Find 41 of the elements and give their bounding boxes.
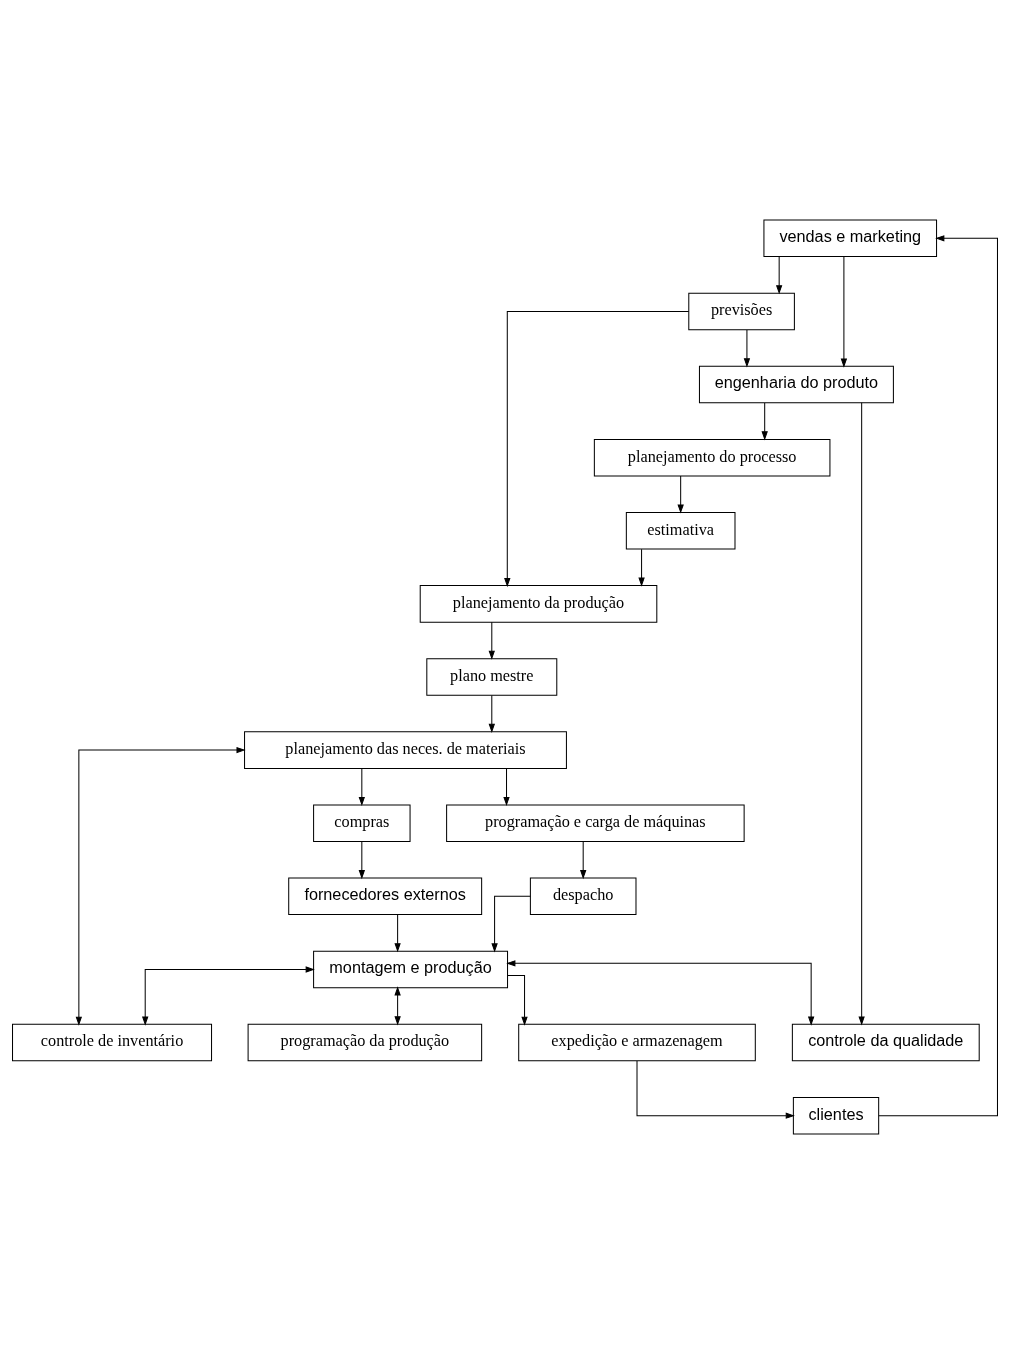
arrow (394, 914, 401, 953)
arrow (142, 966, 315, 1026)
arrow (507, 975, 528, 1026)
arrow (358, 768, 366, 807)
node-box: vendas e marketing (763, 219, 938, 258)
arrow (506, 960, 815, 1026)
arrow (775, 256, 783, 295)
node-box: planejamento das neces. de materiais (244, 731, 567, 769)
node-box: planejamento da produção (419, 585, 658, 623)
node-box: estimativa (625, 512, 736, 550)
arrow (488, 694, 495, 733)
arrow (503, 768, 510, 807)
arrow (743, 329, 751, 368)
node-box: despacho (529, 877, 637, 916)
arrow (75, 746, 246, 1026)
arrow (761, 402, 768, 441)
node-box: programação da produção (247, 1023, 483, 1062)
node-box: plano mestre (426, 658, 558, 696)
node-box: programação e carga de máquinas (446, 804, 745, 842)
node-box: montagem e produção (313, 950, 509, 989)
node-box: compras (313, 804, 411, 842)
node-box: expedição e armazenagem (518, 1023, 756, 1062)
arrow (638, 548, 645, 587)
node-box: controle da qualidade (791, 1023, 980, 1062)
arrow (580, 841, 587, 880)
arrow (840, 256, 848, 368)
node-box: fornecedores externos (288, 877, 483, 916)
arrow (878, 235, 998, 1117)
node-box: planejamento do processo (593, 438, 831, 477)
arrow (394, 986, 401, 1026)
arrow (858, 402, 865, 1026)
arrow (488, 621, 495, 660)
arrow (358, 841, 366, 880)
node-box: engenharia do produto (698, 365, 894, 404)
arrow (636, 1060, 795, 1119)
node-box: previsões (688, 292, 795, 331)
arrow (677, 475, 684, 514)
node-box: controle de inventário (12, 1023, 213, 1062)
arrow (491, 895, 531, 953)
node-box: clientes (792, 1096, 880, 1135)
arrow (504, 310, 690, 588)
